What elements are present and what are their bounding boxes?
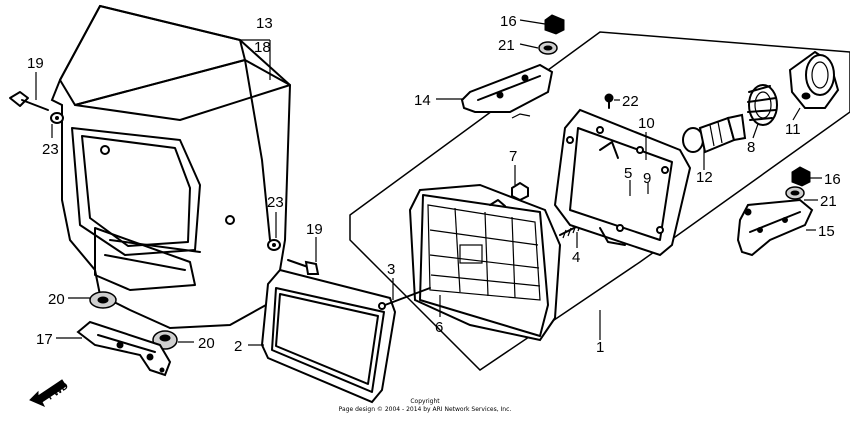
callout-12: 12: [696, 169, 713, 186]
bracket-15: [736, 198, 814, 257]
mounting-case-10: [553, 108, 692, 257]
leader-lines: [35, 19, 822, 346]
dust-cover-11: [788, 50, 840, 109]
callout-1: 1: [596, 339, 604, 356]
grommet-21-upper: [538, 41, 558, 55]
socket-8: [747, 84, 778, 126]
callout-21-lower: 21: [820, 193, 837, 210]
callout-5: 5: [624, 165, 632, 182]
bracket-14: [460, 63, 554, 119]
callout-9: 9: [643, 170, 651, 187]
callout-numbers: 13 18 19 23 20 17 20 23 19 2 3 6 4 7 5 9…: [27, 13, 841, 356]
callout-4: 4: [572, 249, 580, 266]
fwd-arrow-icon: [29, 379, 67, 407]
copyright-line-2: Page design © 2004 - 2014 by ARI Network…: [339, 406, 512, 413]
bolt-19-left: [9, 91, 49, 111]
callout-20-lower: 20: [198, 335, 215, 352]
bracket-17: [76, 320, 172, 377]
callout-10: 10: [638, 115, 655, 132]
callout-23-left: 23: [42, 141, 59, 158]
screw-3: [378, 287, 431, 310]
callout-18: 18: [254, 39, 271, 56]
callout-23-middle: 23: [267, 194, 284, 211]
callout-19-middle: 19: [306, 221, 323, 238]
assembly-box-outline: [349, 31, 850, 371]
callout-7: 7: [509, 148, 517, 165]
nut-16-upper: [544, 14, 565, 35]
callout-17: 17: [36, 331, 53, 348]
callout-16-lower: 16: [824, 171, 841, 188]
callout-16-upper: 16: [500, 13, 517, 30]
fwd-label: FWD: [46, 381, 71, 403]
callout-2: 2: [234, 338, 242, 355]
cowl-bolt-hole-icon: [100, 145, 110, 155]
callout-11: 11: [785, 121, 801, 138]
headlight-cowl: [50, 4, 292, 330]
bolt-19-middle: [287, 259, 320, 275]
callout-6: 6: [435, 319, 443, 336]
callout-19-left: 19: [27, 55, 44, 72]
grommet-20-upper: [89, 291, 117, 309]
callout-8: 8: [747, 139, 755, 156]
callout-13: 13: [256, 15, 273, 32]
callout-3: 3: [387, 261, 395, 278]
cowl-bolt-hole-icon: [225, 215, 235, 225]
callout-20-upper: 20: [48, 291, 65, 308]
callout-21-upper: 21: [498, 37, 515, 54]
rim-gasket-2: [260, 268, 397, 404]
nut-7: [511, 181, 529, 202]
copyright-line-1: Copyright: [410, 398, 440, 405]
nut-16-lower: [791, 166, 811, 187]
bulb-12: [682, 113, 747, 154]
callout-15: 15: [818, 223, 835, 240]
grommet-21-lower: [785, 186, 805, 200]
screw-22: [604, 93, 614, 109]
sealed-beam-6: [408, 183, 562, 342]
callout-14: 14: [414, 92, 431, 109]
callout-22: 22: [622, 93, 639, 110]
